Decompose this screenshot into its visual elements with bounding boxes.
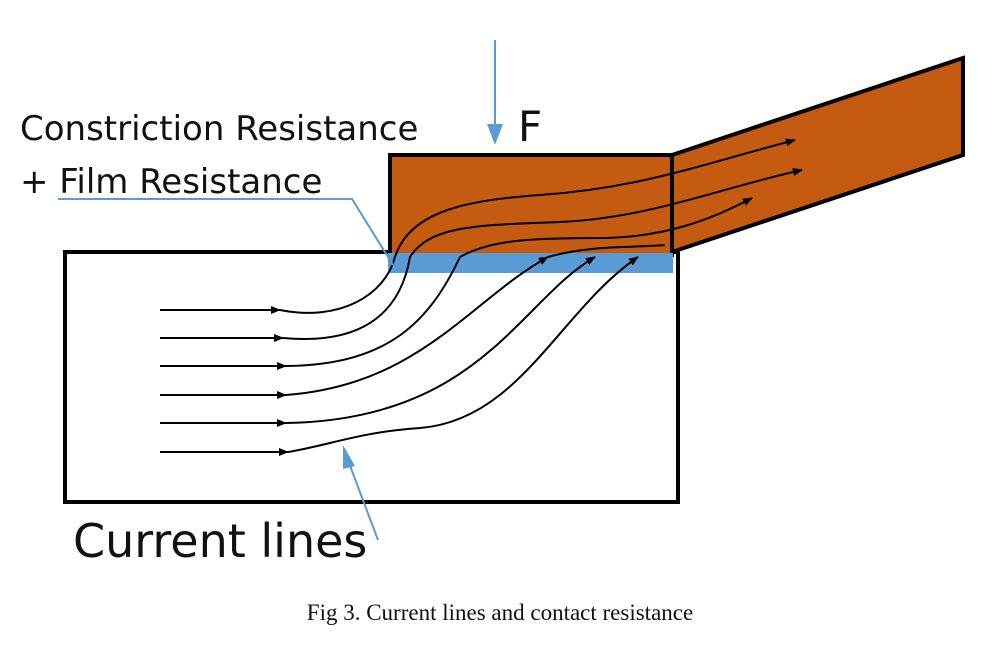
current-line-2-curve [282,256,411,340]
current-line-4-curve [285,256,549,396]
current-line-5-curve [285,256,596,424]
upper-conductor-block [388,153,674,257]
film-resistance-label: + Film Resistance [20,162,322,202]
force-label: F [518,102,542,151]
current-line-1-curve [279,256,396,314]
constriction-resistance-label: Constriction Resistance [20,109,418,149]
angled-conductor-strip [670,55,965,255]
current-line-6-curve [287,256,639,453]
current-lines-lower [160,256,639,456]
upper-current-line-1 [394,138,796,258]
current-lines-label: Current lines [73,514,367,568]
current-line-3-curve [285,256,461,367]
film-resistance-pointer [58,198,394,266]
figure-caption: Fig 3. Current lines and contact resista… [307,600,693,625]
upper-current-line-4 [547,244,666,258]
upper-current-line-3 [459,197,753,258]
current-lines-upper [394,138,803,258]
force-arrow-icon [487,40,503,145]
upper-current-line-2 [409,168,803,258]
current-lines-pointer [343,445,379,541]
lower-conductor-block [63,250,680,504]
